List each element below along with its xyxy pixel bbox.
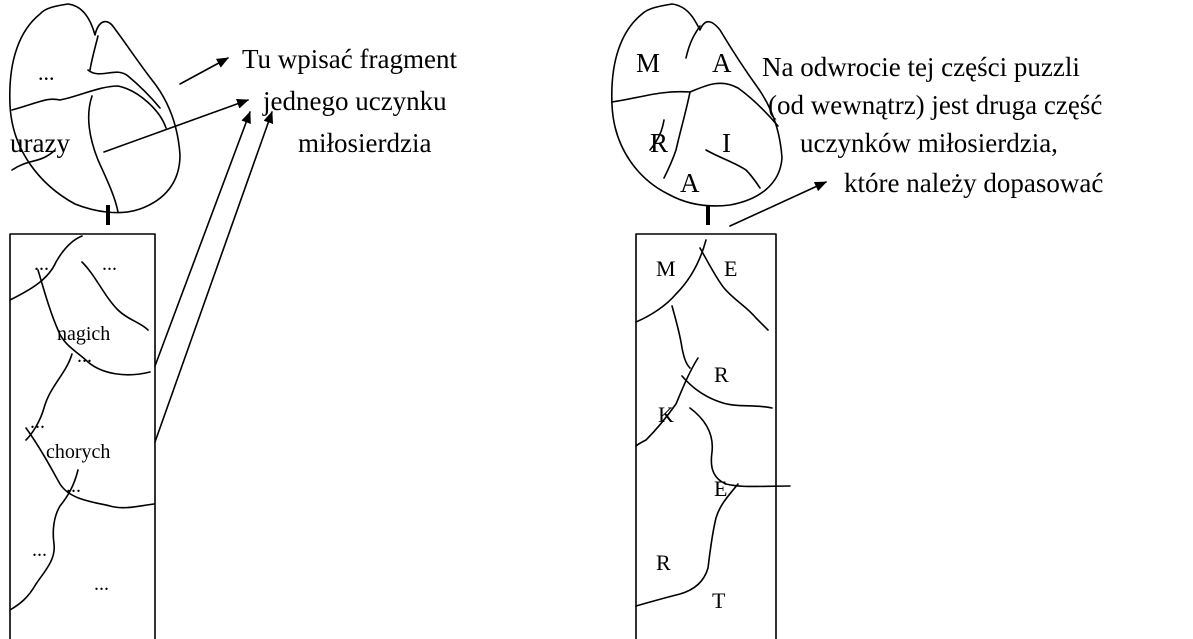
left-flame-outline [8, 3, 181, 214]
right-caption-line: uczynków miłosierdzia, [800, 128, 1058, 158]
left-candle-label: ... [77, 345, 92, 367]
left-caption-line: jednego uczynku [262, 86, 447, 116]
right-puzzle-candle: M A R I A M E R K E R T [610, 3, 791, 639]
arrow-from-chorych [154, 111, 274, 443]
left-flame-label: urazy [10, 128, 70, 158]
arrow-from-urazy [103, 99, 249, 153]
left-caption-line: Tu wpisać fragment [242, 44, 457, 74]
left-candle-label: ... [66, 475, 81, 497]
left-candle-line [81, 261, 149, 331]
left-flame-line [87, 69, 161, 109]
right-candle-line [635, 357, 699, 447]
left-candle-label: ... [102, 253, 117, 275]
arrow-to-caption-small [179, 57, 229, 85]
right-candle-line [671, 305, 691, 369]
right-flame-letter: A [712, 48, 732, 78]
right-candle-letter: K [658, 402, 674, 427]
right-candle-line [635, 483, 739, 607]
right-candle-letter: E [714, 476, 727, 501]
left-flame-line [89, 35, 99, 71]
left-flame-line [11, 85, 167, 129]
right-candle-letter: T [712, 588, 726, 613]
right-arrow [729, 181, 827, 227]
left-candle-body [9, 233, 156, 639]
left-candle-line [37, 269, 151, 376]
left-candle-label: chorych [46, 441, 110, 463]
right-caption-line: które należy dopasować [844, 168, 1103, 198]
right-flame-letter: M [636, 48, 660, 78]
right-flame-line [649, 119, 665, 151]
right-caption: Na odwrocie tej części puzzli (od wewnąt… [762, 52, 1103, 198]
right-candle-letter: M [656, 256, 676, 281]
left-caption: Tu wpisać fragment jednego uczynku miłos… [242, 44, 457, 158]
right-candle-line [699, 247, 769, 331]
left-candle-label: ... [30, 411, 45, 433]
left-candle-line [9, 469, 79, 611]
right-candle-body [635, 233, 777, 639]
right-flame-line [611, 82, 779, 127]
right-candle-letter: E [724, 256, 737, 281]
left-candle-line [9, 235, 83, 301]
left-flame-label: ... [38, 60, 55, 85]
left-candle-line [25, 353, 73, 441]
left-candle-label: nagich [57, 323, 110, 345]
right-candle-line [689, 407, 791, 488]
left-candle-label: ... [32, 539, 47, 561]
arrow-from-nagich [154, 111, 251, 367]
right-candle-letter: R [714, 362, 729, 387]
right-flame-line [663, 91, 691, 179]
left-flame-line [87, 95, 119, 213]
right-candle-line [635, 239, 707, 323]
right-flame-letter: A [680, 168, 700, 198]
left-candle-line [25, 427, 155, 509]
right-flame-line [705, 149, 761, 189]
left-arrows [103, 57, 274, 443]
left-caption-line: miłosierdzia [298, 128, 431, 158]
right-candle-line [681, 375, 773, 409]
right-flame-letter: I [722, 128, 731, 158]
left-candle-label: ... [34, 253, 49, 275]
right-candle-letter: R [656, 550, 671, 575]
left-flame-line [11, 149, 56, 171]
right-flame-letter: R [650, 128, 668, 158]
right-caption-line: Na odwrocie tej części puzzli [762, 52, 1080, 82]
left-puzzle-candle: ... urazy ... ... nagich ... ... chorych… [8, 3, 181, 639]
left-candle-label: ... [94, 573, 109, 595]
right-flame-outline [610, 3, 783, 207]
right-flame-line [685, 25, 701, 59]
right-caption-line: (od wewnątrz) jest druga część [768, 90, 1102, 120]
